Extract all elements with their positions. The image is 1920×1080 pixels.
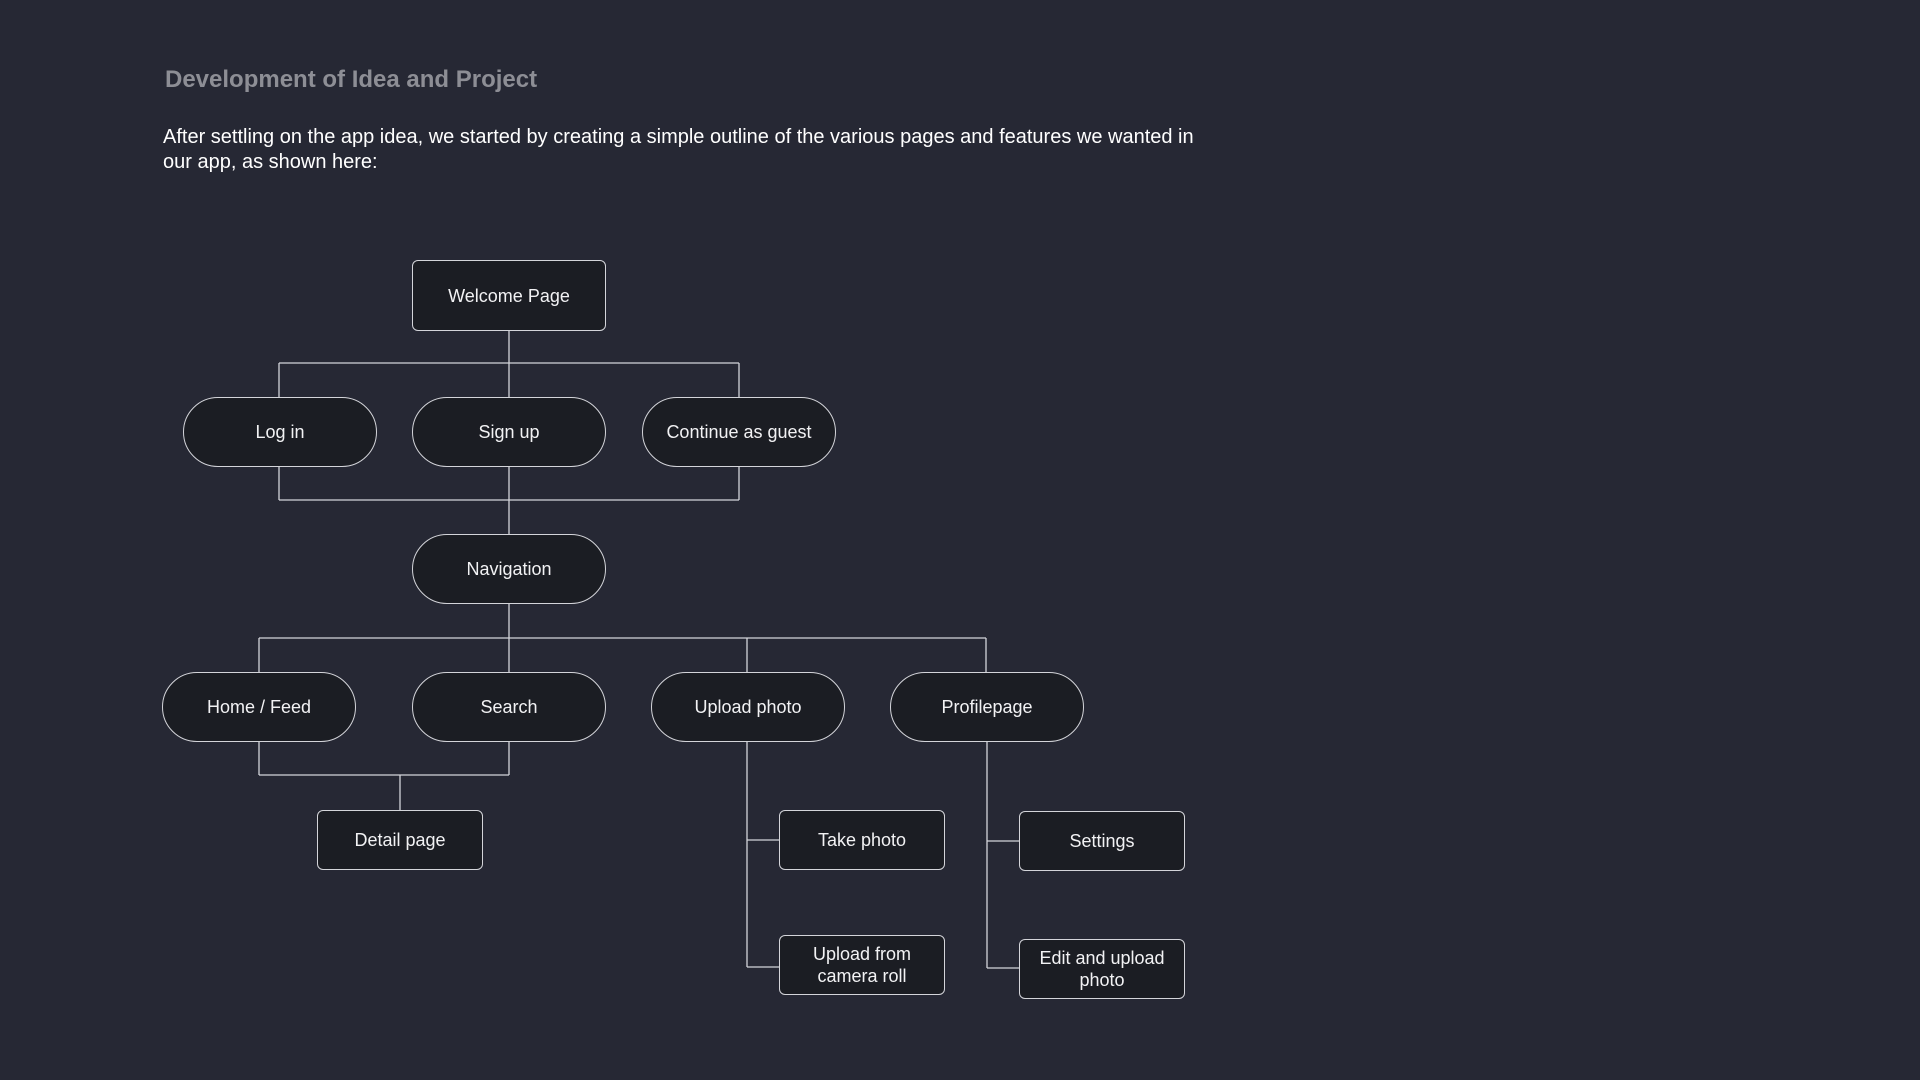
- node-upload-from-camera-roll: Upload from camera roll: [779, 935, 945, 995]
- node-continue-as-guest: Continue as guest: [642, 397, 836, 467]
- intro-paragraph: After settling on the app idea, we start…: [163, 126, 1194, 173]
- node-upload-photo: Upload photo: [651, 672, 845, 742]
- node-home-feed: Home / Feed: [162, 672, 356, 742]
- node-log-in: Log in: [183, 397, 377, 467]
- node-edit-and-upload-photo: Edit and upload photo: [1019, 939, 1185, 999]
- node-navigation: Navigation: [412, 534, 606, 604]
- node-detail-page: Detail page: [317, 810, 483, 870]
- node-welcome-page: Welcome Page: [412, 260, 606, 331]
- node-take-photo: Take photo: [779, 810, 945, 870]
- node-sign-up: Sign up: [412, 397, 606, 467]
- page-title: Development of Idea and Project: [165, 66, 538, 93]
- node-profilepage: Profilepage: [890, 672, 1084, 742]
- node-search: Search: [412, 672, 606, 742]
- node-settings: Settings: [1019, 811, 1185, 871]
